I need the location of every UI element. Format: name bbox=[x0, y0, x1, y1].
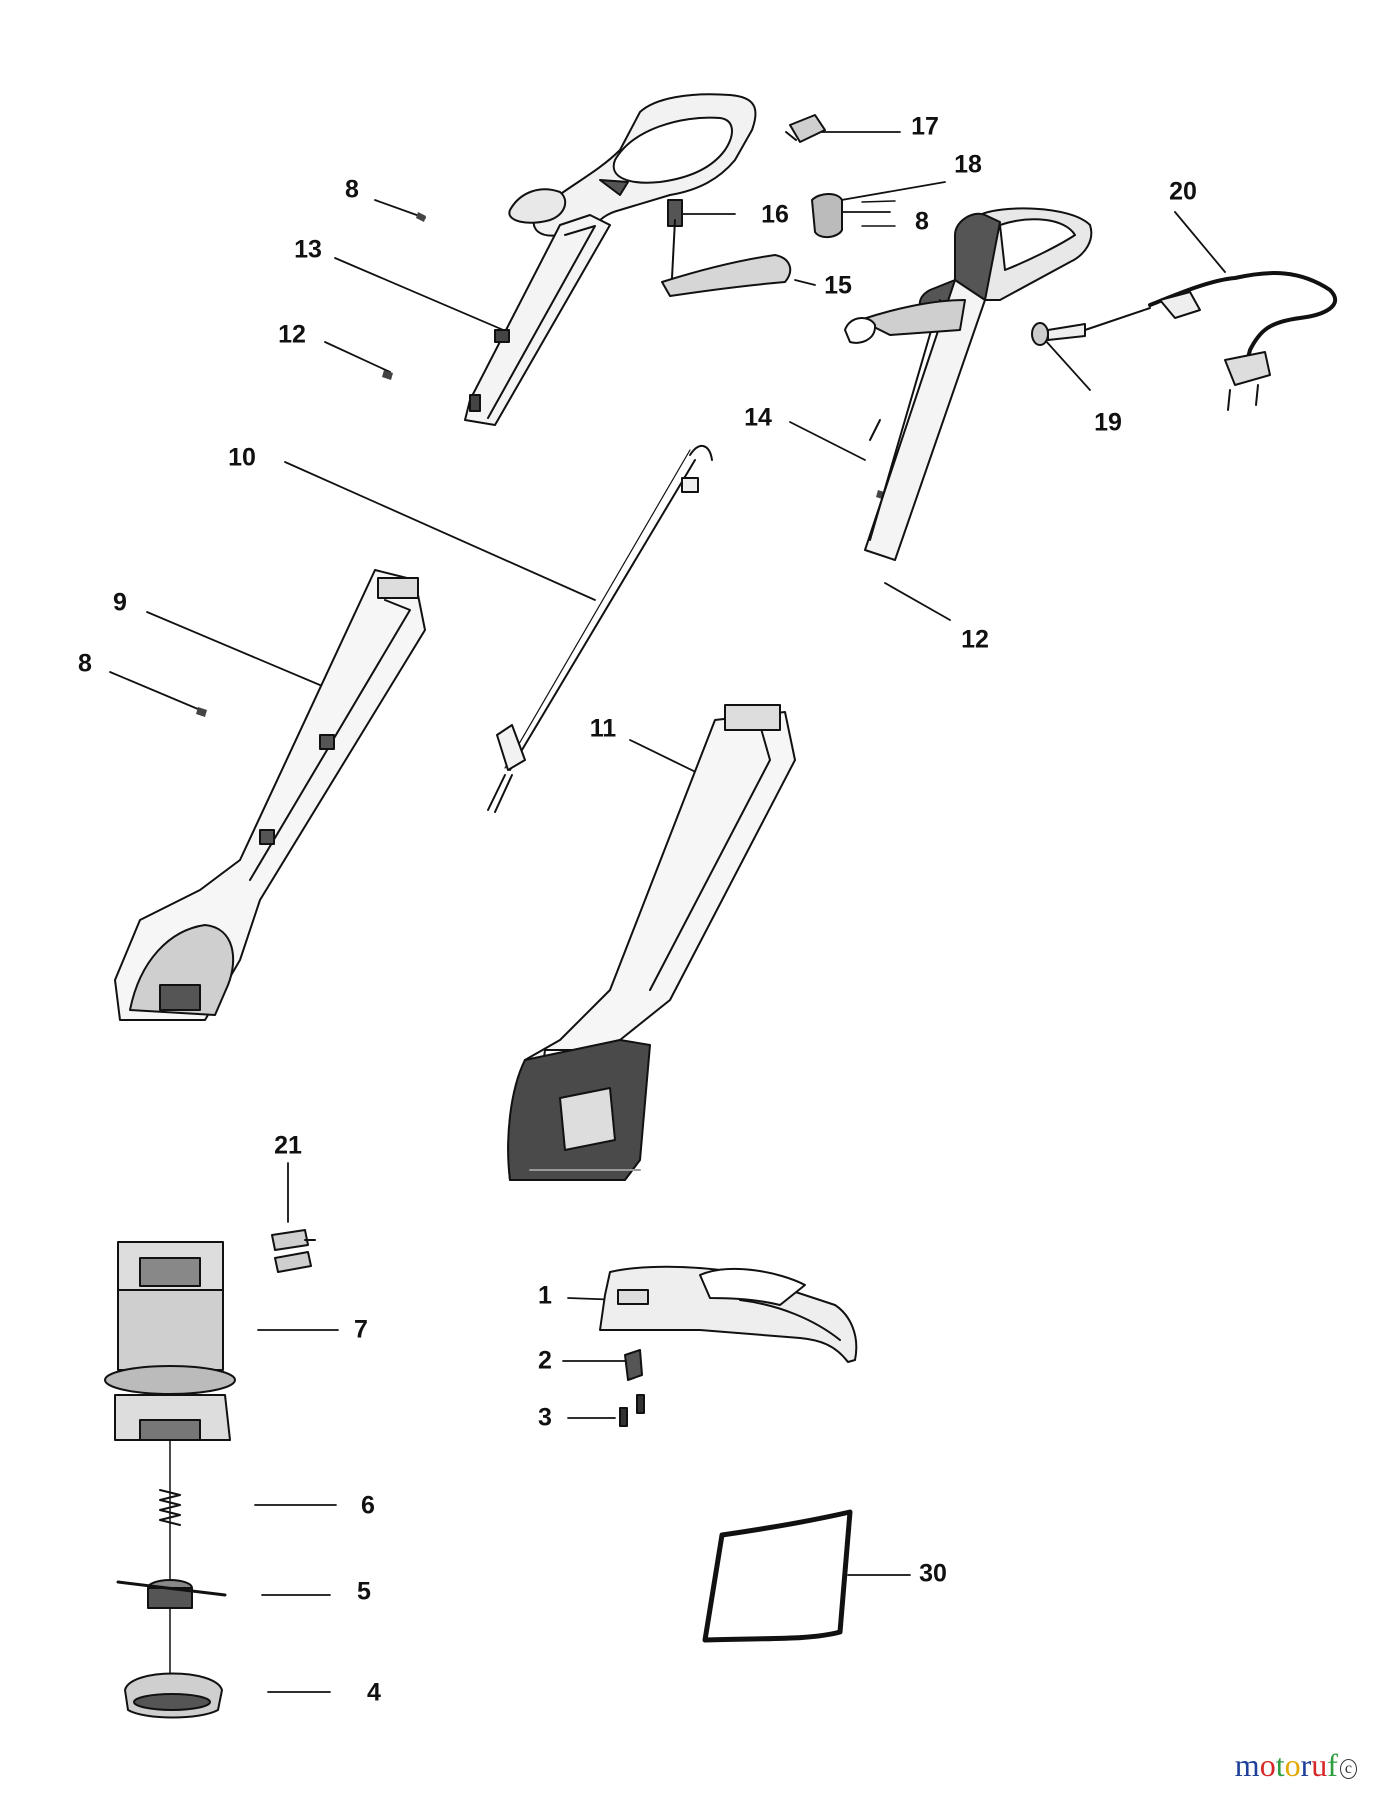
part-15-trigger bbox=[661, 219, 792, 297]
part-6-spring bbox=[159, 1489, 181, 1526]
part-label-8: 8 bbox=[915, 207, 929, 236]
part-label-13: 13 bbox=[294, 235, 322, 264]
part-18-bracket bbox=[811, 193, 843, 238]
part-label-30: 30 bbox=[919, 1559, 947, 1588]
part-2-blade bbox=[624, 1349, 643, 1381]
part-11-lower-tube bbox=[507, 704, 796, 1181]
part-label-8: 8 bbox=[345, 175, 359, 204]
part-label-11: 11 bbox=[589, 714, 617, 743]
part-19-grommet bbox=[1031, 307, 1151, 346]
logo-letter: f bbox=[1327, 1747, 1338, 1783]
leader-lines bbox=[109, 131, 1226, 1693]
part-label-4: 4 bbox=[367, 1678, 381, 1707]
part-label-8: 8 bbox=[78, 649, 92, 678]
part-label-14: 14 bbox=[744, 403, 772, 432]
part-17-switch bbox=[785, 114, 826, 143]
part-label-5: 5 bbox=[357, 1577, 371, 1606]
part-label-17: 17 bbox=[911, 112, 939, 141]
part-label-21: 21 bbox=[274, 1131, 302, 1160]
part-21-carbon-brushes bbox=[271, 1229, 316, 1273]
part-label-16: 16 bbox=[761, 200, 789, 229]
part-label-12: 12 bbox=[278, 320, 306, 349]
part-4-spool-cap bbox=[124, 1672, 223, 1719]
logo-letter: u bbox=[1311, 1747, 1328, 1783]
part-label-18: 18 bbox=[954, 150, 982, 179]
logo-letter: o bbox=[1284, 1747, 1301, 1783]
part-label-19: 19 bbox=[1094, 408, 1122, 437]
part-10-wire bbox=[487, 445, 713, 813]
part-label-2: 2 bbox=[538, 1346, 552, 1375]
part-30-manual bbox=[702, 1509, 853, 1643]
part-13-upper-handle-half bbox=[464, 93, 757, 426]
logo-letter: t bbox=[1275, 1747, 1285, 1783]
part-5-spool bbox=[116, 1579, 227, 1609]
part-8-small-screws bbox=[861, 200, 896, 227]
logo-letter: o bbox=[1259, 1747, 1276, 1783]
logo-letter: m bbox=[1234, 1747, 1260, 1783]
part-label-12: 12 bbox=[961, 625, 989, 654]
part-label-9: 9 bbox=[113, 588, 127, 617]
part-1-guard bbox=[599, 1265, 858, 1363]
part-9-housing-half bbox=[114, 569, 426, 1021]
part-3-screws bbox=[619, 1394, 645, 1427]
part-label-15: 15 bbox=[824, 271, 852, 300]
part-label-7: 7 bbox=[354, 1315, 368, 1344]
part-20-power-cord bbox=[1148, 271, 1338, 411]
part-14-handle-tube bbox=[844, 207, 1093, 561]
part-label-10: 10 bbox=[228, 443, 256, 472]
logo-letter: r bbox=[1300, 1747, 1312, 1783]
part-7-motor bbox=[104, 1241, 236, 1701]
part-label-1: 1 bbox=[538, 1281, 552, 1310]
part-label-20: 20 bbox=[1169, 177, 1197, 206]
part-label-6: 6 bbox=[361, 1491, 375, 1520]
logo-mark: c bbox=[1339, 1758, 1357, 1779]
part-label-3: 3 bbox=[538, 1403, 552, 1432]
